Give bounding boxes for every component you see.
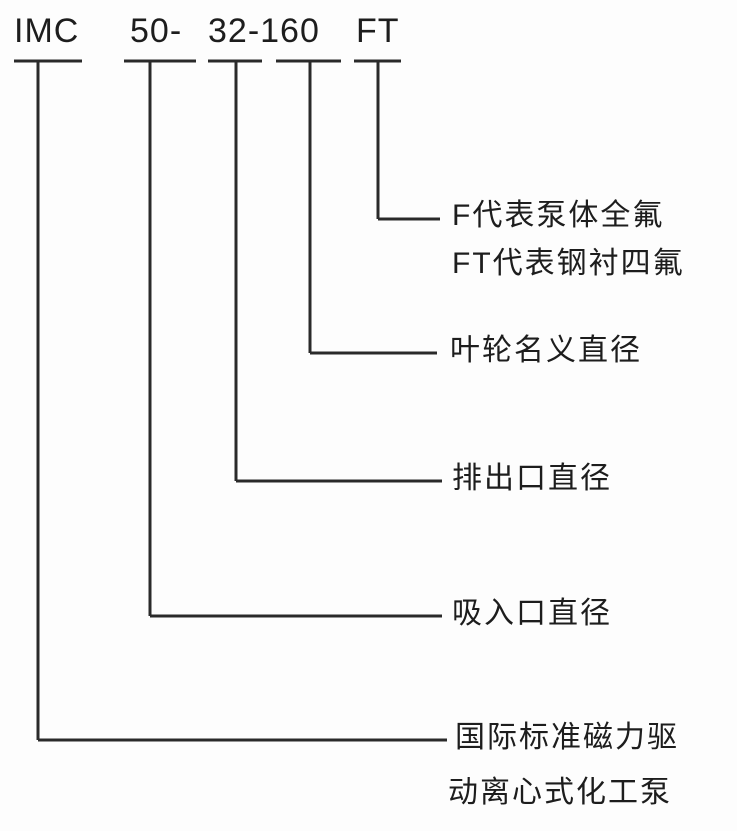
model-code-brand: IMC xyxy=(14,12,80,50)
model-code-suction-size: 50- xyxy=(130,12,183,50)
brand-meaning-label-line1: 国际标准磁力驱 xyxy=(455,721,679,754)
material-label-line2: FT代表钢衬四氟 xyxy=(452,247,685,280)
model-code-discharge-impeller-size: 32-160 xyxy=(208,12,320,50)
discharge-diameter-label: 排出口直径 xyxy=(452,462,612,495)
brand-meaning-label-line2: 动离心式化工泵 xyxy=(448,776,672,809)
model-code-material-suffix: FT xyxy=(356,12,400,50)
impeller-diameter-label: 叶轮名义直径 xyxy=(450,334,642,367)
suction-diameter-label: 吸入口直径 xyxy=(452,597,612,630)
material-label-line1: F代表泵体全氟 xyxy=(452,199,665,232)
